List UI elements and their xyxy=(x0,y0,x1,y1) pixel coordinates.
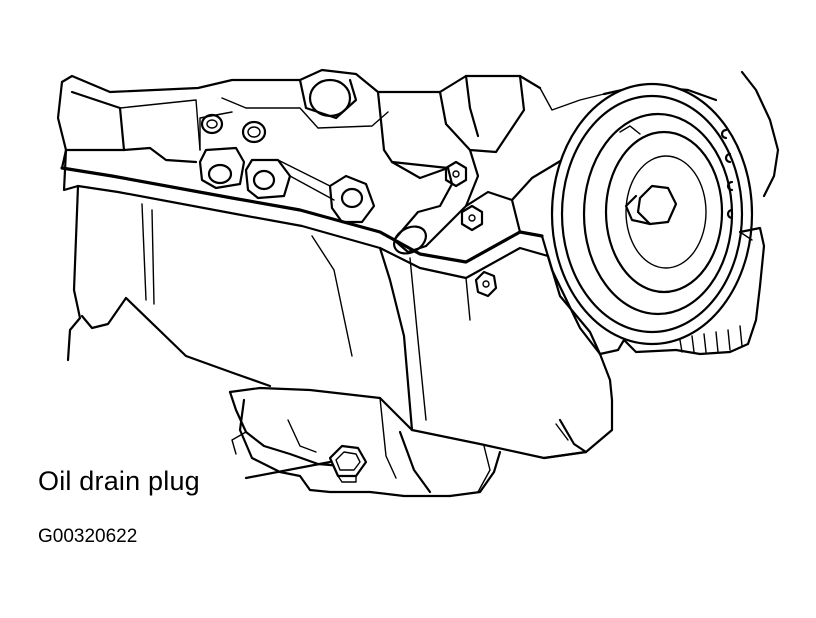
bolts xyxy=(444,160,498,298)
engine-block xyxy=(56,68,780,198)
oil-drain-plug-label: Oil drain plug xyxy=(38,466,200,496)
oil-pan-upper xyxy=(66,184,626,460)
oil-filter xyxy=(622,226,766,356)
figure-id: G00320622 xyxy=(38,526,138,547)
timing-marks xyxy=(720,128,734,220)
oil-pan-sump xyxy=(228,386,588,498)
oil-pan-flange xyxy=(60,148,550,280)
oil-galley-bosses xyxy=(198,113,376,224)
crankshaft-pulley xyxy=(550,82,754,346)
oil-drain-plug xyxy=(328,444,368,483)
timing-cover xyxy=(390,148,564,255)
callout-leader-line xyxy=(244,460,332,480)
